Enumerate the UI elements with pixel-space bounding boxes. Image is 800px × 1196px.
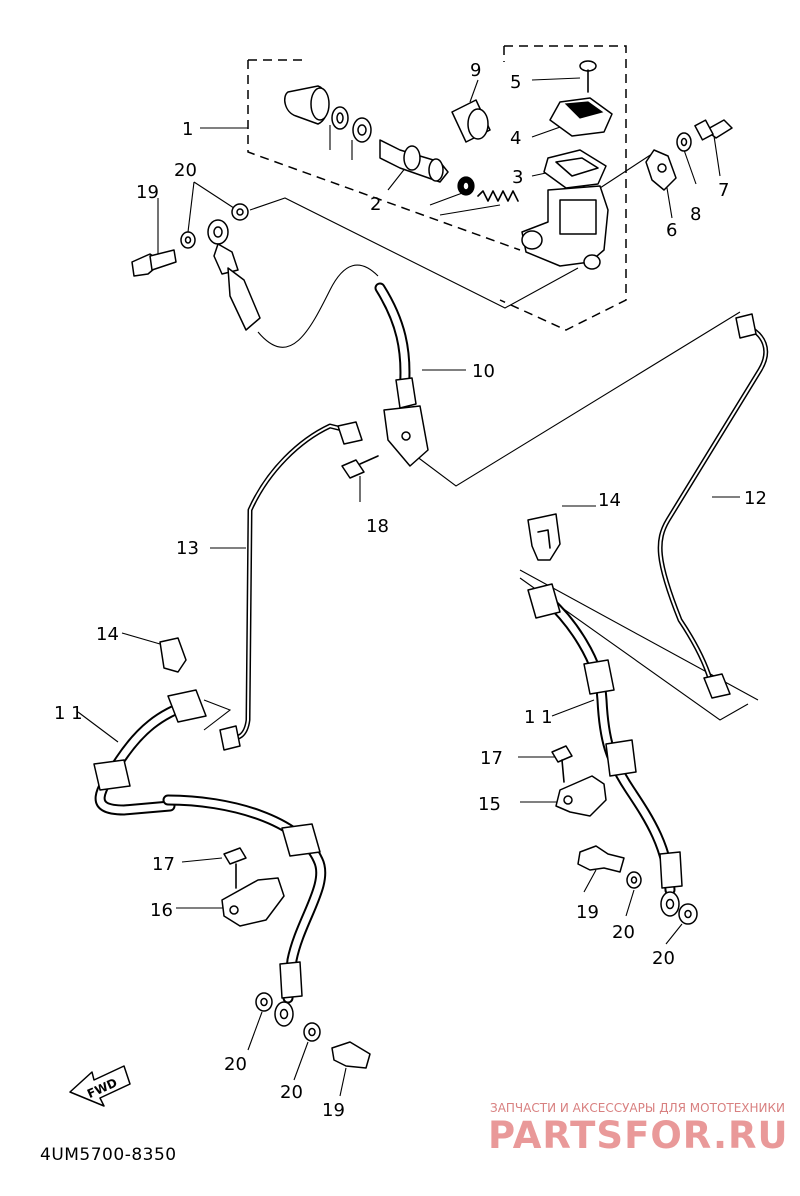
label-part-19-right: 19	[576, 902, 599, 923]
hose-brackets	[221, 745, 607, 927]
label-part-14-right: 14	[598, 490, 621, 511]
upper-left-hose-fittings	[131, 203, 261, 331]
hose-joint-fittings	[337, 377, 429, 479]
label-part-10: 10	[472, 361, 495, 382]
master-cylinder-parts	[283, 60, 733, 270]
watermark-tagline: ЗАПЧАСТИ И АКСЕССУАРЫ ДЛЯ МОТОТЕХНИКИ	[490, 1101, 785, 1115]
label-part-11-right: 1 1	[524, 707, 553, 728]
label-part-4: 4	[510, 128, 521, 149]
lower-hose-fittings	[93, 583, 683, 1027]
label-part-20-right-a: 20	[612, 922, 635, 943]
label-part-20-top: 20	[174, 160, 197, 181]
leader-lines	[77, 77, 759, 1097]
master-cylinder-assembly-outline	[247, 45, 627, 331]
label-part-20-right-b: 20	[652, 948, 675, 969]
label-part-13: 13	[176, 538, 199, 559]
label-part-16: 16	[150, 900, 173, 921]
label-part-17-left: 17	[152, 854, 175, 875]
diagram-code: 4UM5700-8350	[40, 1145, 177, 1165]
lower-bolts-and-washers	[255, 845, 698, 1069]
label-part-2: 2	[370, 194, 381, 215]
label-part-6: 6	[666, 220, 677, 241]
label-part-17-right: 17	[480, 748, 503, 769]
label-part-14-left: 14	[96, 624, 119, 645]
forward-direction-arrow: FWD	[69, 1065, 131, 1107]
part-number-labels: 1 2 3 4 5 6 7 8 9 10 1 1 1 1 12 13 14 14…	[54, 60, 767, 1121]
label-part-9: 9	[470, 60, 481, 81]
watermark-brand: PARTSFOR.RU	[488, 1114, 789, 1157]
pipe-end-fittings	[219, 313, 757, 751]
watermark: ЗАПЧАСТИ И АКСЕССУАРЫ ДЛЯ МОТОТЕХНИКИ PA…	[488, 1101, 789, 1157]
label-part-19-top: 19	[136, 182, 159, 203]
label-part-18: 18	[366, 516, 389, 537]
label-part-19-bottom: 19	[322, 1100, 345, 1121]
label-part-3: 3	[512, 167, 523, 188]
label-part-12: 12	[744, 488, 767, 509]
label-part-20-bottom-b: 20	[280, 1082, 303, 1103]
label-part-15: 15	[478, 794, 501, 815]
label-part-5: 5	[510, 72, 521, 93]
label-part-8: 8	[690, 204, 701, 225]
label-part-7: 7	[718, 180, 729, 201]
label-part-1: 1	[182, 119, 193, 140]
label-part-20-bottom-a: 20	[224, 1054, 247, 1075]
label-part-11-left: 1 1	[54, 703, 83, 724]
hose-clips	[159, 513, 561, 673]
